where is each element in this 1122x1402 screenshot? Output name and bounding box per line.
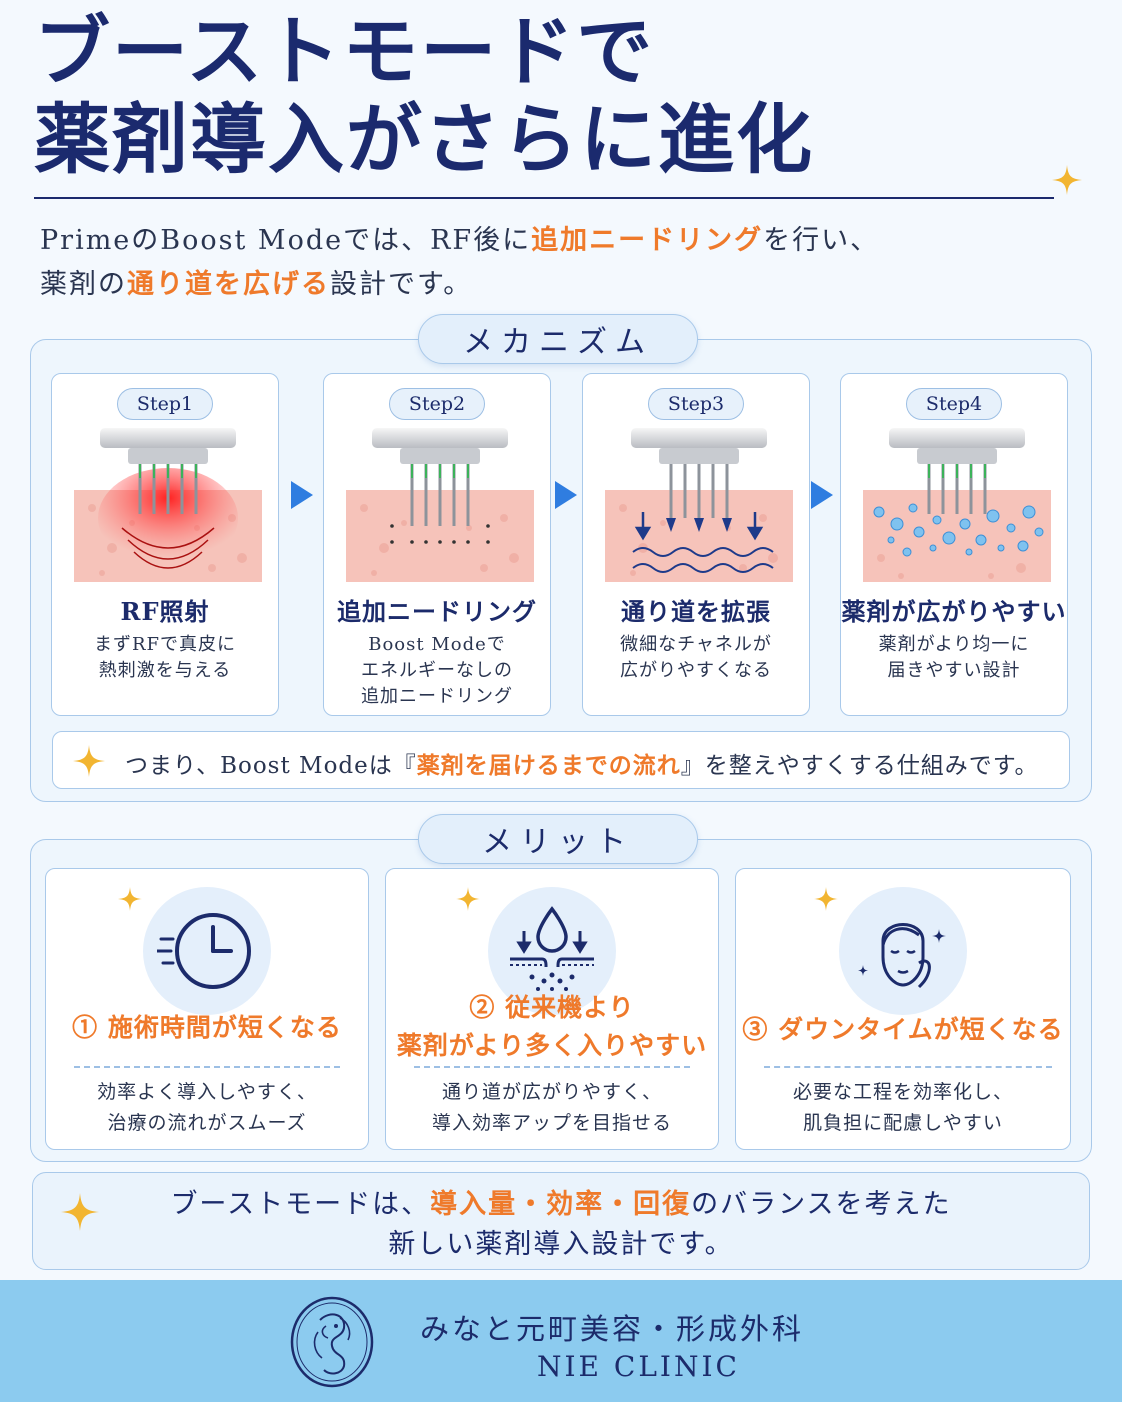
page-title-line2: 薬剤導入がさらに進化 <box>34 95 814 184</box>
clock-icon <box>157 913 251 989</box>
footer: みなと元町美容・形成外科 NIE CLINIC <box>0 1280 1122 1402</box>
step-desc-line: 追加ニードリング <box>361 686 513 707</box>
step-desc-line: まずRFで真皮に <box>93 634 237 655</box>
conclusion-part: ブーストモードは、 <box>170 1189 431 1220</box>
step-badge: Step2 <box>389 388 485 420</box>
step-desc-line: 薬剤がより均一に <box>878 634 1030 655</box>
step-heading: 薬剤が広がりやすい <box>841 597 1067 626</box>
summary-part: つまり、Boost Modeは『 <box>125 753 417 779</box>
merit-heading: ① 施術時間が短くなる <box>46 1009 368 1047</box>
merit-desc-line: 効率よく導入しやすく、 <box>97 1081 317 1103</box>
channel-expansion-illustration <box>605 428 793 582</box>
drug-spread-illustration <box>863 428 1051 582</box>
step-arrow-icon <box>811 481 833 509</box>
summary-text: つまり、Boost Modeは『薬剤を届けるまでの流れ』を整えやすくする仕組みで… <box>125 746 1038 780</box>
step-desc-line: 熱刺激を与える <box>98 660 232 681</box>
intro-text: PrimeのBoost Modeでは、RF後に <box>40 225 532 256</box>
conclusion-highlight: 導入量・効率・回復 <box>430 1189 692 1220</box>
merit-heading-line: 薬剤がより多く入りやすい <box>396 1031 708 1060</box>
page-title-line1: ブーストモードで <box>34 7 655 96</box>
step-description: 薬剤がより均一に 届きやすい設計 <box>841 632 1067 684</box>
summary-part: 』を整えやすくする仕組みです。 <box>680 753 1039 779</box>
step-heading: 追加ニードリング <box>337 597 537 626</box>
merit-card-2: ② 従来機より 薬剤がより多く入りやすい 通り道が広がりやすく、 導入効率アップ… <box>385 868 719 1150</box>
merit-icon-circle <box>488 887 616 1015</box>
intro-text: 設計です。 <box>330 269 473 300</box>
step-badge: Step4 <box>906 388 1002 420</box>
step-desc-line: 届きやすい設計 <box>887 660 1021 681</box>
merit-desc-line: 必要な工程を効率化し、 <box>792 1081 1013 1103</box>
step-heading: 通り道を拡張 <box>621 597 771 626</box>
merit-icon-circle <box>143 887 271 1015</box>
intro-line2: 薬剤の通り道を広げる設計です。 <box>40 262 472 301</box>
sparkle-icon <box>61 1193 99 1231</box>
merit-heading: ② 従来機より 薬剤がより多く入りやすい <box>386 989 718 1065</box>
rf-heating-illustration <box>74 428 262 582</box>
merit-heading-line: ② 従来機より <box>469 993 635 1022</box>
sparkle-icon <box>73 745 105 777</box>
merit-card-1: ① 施術時間が短くなる 効率よく導入しやすく、 治療の流れがスムーズ <box>45 868 369 1150</box>
step-desc-line: エネルギーなしの <box>361 660 513 681</box>
merit-heading-line: ① 施術時間が短くなる <box>72 1013 342 1042</box>
step-card-2: Step2 追加ニードリング Boost Modeで エネルギーなしの 追加ニー… <box>323 373 551 716</box>
dashed-divider <box>414 1066 690 1068</box>
conclusion-line1: ブーストモードは、導入量・効率・回復のバランスを考えた <box>33 1185 1089 1225</box>
step-desc-line: 広がりやすくなる <box>620 660 772 681</box>
step-description: Boost Modeで エネルギーなしの 追加ニードリング <box>324 632 550 710</box>
step-card-1: Step1 RF照射 まずRFで真皮に 熱刺激を与える <box>51 373 279 716</box>
merit-desc-line: 導入効率アップを目指せる <box>431 1112 672 1134</box>
step-arrow-icon <box>291 481 313 509</box>
summary-highlight: 薬剤を届けるまでの流れ <box>416 752 681 779</box>
step-badge: Step3 <box>648 388 744 420</box>
conclusion-line2: 新しい薬剤導入設計です。 <box>388 1229 734 1260</box>
title-divider <box>34 197 1054 199</box>
step-heading: RF照射 <box>120 597 210 626</box>
merit-desc-line: 治療の流れがスムーズ <box>107 1112 307 1134</box>
step-card-4: Step4 薬剤が広がりやすい 薬剤がより均一に 届きやすい設計 <box>840 373 1068 716</box>
step-badge: Step1 <box>117 388 213 420</box>
merit-description: 効率よく導入しやすく、 治療の流れがスムーズ <box>46 1077 368 1139</box>
clinic-name-jp: みなと元町美容・形成外科 <box>420 1312 805 1346</box>
intro-text: を行い、 <box>763 225 880 256</box>
step-desc-line: 微細なチャネルが <box>620 634 772 655</box>
merit-heading-line: ③ ダウンタイムが短くなる <box>742 1015 1064 1044</box>
intro-highlight: 通り道を広げる <box>127 269 330 300</box>
sparkle-icon <box>456 887 480 911</box>
face-icon <box>858 923 946 989</box>
mechanism-section-label: メカニズム <box>418 314 698 364</box>
merit-heading: ③ ダウンタイムが短くなる <box>736 1011 1070 1049</box>
dashed-divider <box>764 1066 1052 1068</box>
dashed-divider <box>74 1066 340 1068</box>
intro-text: 薬剤の <box>40 269 127 300</box>
merit-desc-line: 通り道が広がりやすく、 <box>441 1081 662 1103</box>
step-description: 微細なチャネルが 広がりやすくなる <box>583 632 809 684</box>
needling-illustration <box>346 428 534 582</box>
step-desc-line: Boost Modeで <box>368 634 506 655</box>
step-arrow-icon <box>555 481 577 509</box>
merit-description: 必要な工程を効率化し、 肌負担に配慮しやすい <box>736 1077 1070 1139</box>
merit-icon-circle <box>839 887 967 1015</box>
sparkle-icon <box>814 887 838 911</box>
merit-description: 通り道が広がりやすく、 導入効率アップを目指せる <box>386 1077 718 1139</box>
sparkle-icon <box>118 887 142 911</box>
clinic-logo-icon <box>290 1296 374 1388</box>
intro-line1: PrimeのBoost Modeでは、RF後に追加ニードリングを行い、 <box>40 218 879 257</box>
merit-card-3: ③ ダウンタイムが短くなる 必要な工程を効率化し、 肌負担に配慮しやすい <box>735 868 1071 1150</box>
step-description: まずRFで真皮に 熱刺激を与える <box>52 632 278 684</box>
sparkle-icon <box>1052 165 1082 195</box>
step-card-3: Step3 通り道を拡張 微細なチャネルが 広がりやすくなる <box>582 373 810 716</box>
mechanism-summary: つまり、Boost Modeは『薬剤を届けるまでの流れ』を整えやすくする仕組みで… <box>52 731 1070 789</box>
clinic-name-en: NIE CLINIC <box>537 1350 740 1383</box>
merit-section-label: メリット <box>418 814 698 864</box>
conclusion-text: ブーストモードは、導入量・効率・回復のバランスを考えた 新しい薬剤導入設計です。 <box>33 1185 1089 1265</box>
intro-highlight: 追加ニードリング <box>531 225 764 256</box>
merit-desc-line: 肌負担に配慮しやすい <box>803 1112 1003 1134</box>
conclusion-box: ブーストモードは、導入量・効率・回復のバランスを考えた 新しい薬剤導入設計です。 <box>32 1172 1090 1270</box>
drop-icon <box>510 906 594 991</box>
conclusion-part: のバランスを考えた <box>691 1189 952 1220</box>
